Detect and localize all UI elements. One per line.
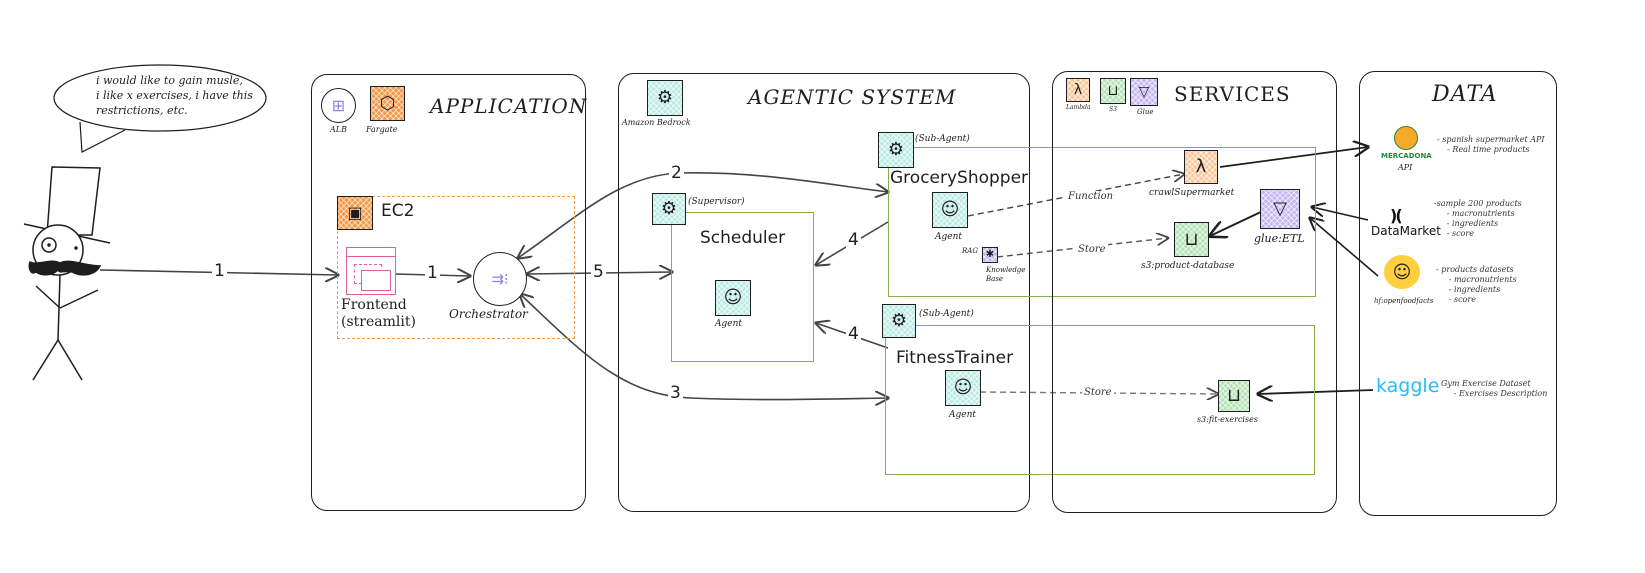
mercadona-logo-icon [1394,126,1418,150]
speech-line: i like x exercises, i have this [96,89,253,102]
kb-label-line: Base [986,275,1004,283]
knowledge-base-icon[interactable]: ✱ [982,247,998,263]
speech-text: i would like to gain musle, i like x exe… [96,73,253,118]
glue-legend-label: Glue [1137,108,1154,116]
s3-legend-icon: ⊔ [1100,78,1126,104]
fitness-agent-icon[interactable]: ☺ [945,370,981,406]
mercadona-label: API [1398,163,1413,172]
store-edge-label-grocery: Store [1076,244,1108,255]
step-1-label: 1 [425,263,440,283]
s3-fit-exercises-label: s3:fit-exercises [1197,415,1258,424]
glue-etl-label: glue:ETL [1254,232,1305,245]
application-title: APPLICATION [430,94,588,118]
fitness-box [885,325,1315,475]
step-4-grocery-label: 4 [846,230,861,250]
glue-etl-icon[interactable]: ▽ [1260,189,1300,229]
knowledge-base-label: Knowledge Base [986,266,1025,284]
edge-kb-s3product [996,238,1168,258]
ec2-group [337,196,575,339]
agentic-title: AGENTIC SYSTEM [748,85,957,109]
mercadona-brand: MERCADONA [1381,152,1432,160]
user-figure [23,166,111,381]
services-title: SERVICES [1174,82,1291,106]
ec2-icon: ▣ [337,196,373,230]
s3-fit-exercises-icon[interactable]: ⊔ [1218,380,1250,412]
supervisor-icon: ⚙ [652,193,686,225]
bedrock-label: Amazon Bedrock [622,118,691,127]
crawl-supermarket-label: crawlSupermarket [1149,188,1235,198]
edge-glue-s3product [1210,209,1266,236]
application-panel [311,74,586,511]
rag-label: RAG [962,247,978,255]
step-3-label: 3 [668,383,683,403]
speech-bubble [53,64,267,153]
scheduler-agent-icon[interactable]: ☺ [715,280,751,316]
supervisor-tag: (Supervisor) [688,197,745,207]
fitness-title: FitnessTrainer [896,348,1014,368]
lambda-legend-icon: λ [1066,78,1090,102]
glue-legend-icon: ▽ [1130,78,1158,106]
kaggle-brand: kaggle [1376,375,1440,397]
grocery-tag: (Sub-Agent) [915,134,970,144]
alb-icon: ⊞ [321,88,356,123]
frontend-label: Frontend (streamlit) [341,297,416,331]
ec2-label: EC2 [381,201,415,221]
s3-product-database-label: s3:product-database [1141,261,1235,271]
step-1-user-label: 1 [212,261,227,281]
frontend-icon[interactable] [346,247,396,295]
huggingface-logo-icon: ☺ [1384,255,1420,289]
edge-lambda-mercadona [1219,147,1368,168]
kb-label-line: Knowledge [986,266,1026,274]
scheduler-agent-label: Agent [715,319,742,329]
orchestrator-icon[interactable]: ⇉⁝ [473,252,527,306]
fitness-subagent-icon: ⚙ [882,304,916,338]
s3-product-database-icon[interactable]: ⊔ [1174,222,1209,257]
fargate-icon: ⬡ [370,86,405,121]
bedrock-icon: ⚙ [647,80,683,116]
edge-hf-glue [1310,218,1379,277]
hf-openfoodfacts-desc: - products datasets - macronutrients - i… [1436,265,1517,304]
edge-kaggle-s3fit [1258,390,1374,394]
edge-orchestrator-fitness [520,294,888,400]
speech-line: restrictions, etc. [96,104,188,117]
crawl-supermarket-lambda-icon[interactable]: λ [1184,150,1218,184]
services-panel [1052,71,1337,513]
kaggle-desc: Gym Exercise Dataset - Exercises Descrip… [1441,379,1548,398]
frontend-label-line: Frontend [341,297,407,313]
datamarket-desc: -sample 200 products - macronutrients - … [1434,199,1522,238]
grocery-title: GroceryShopper [890,168,1029,188]
scheduler-box [671,212,814,362]
lambda-legend-label: Lambda [1066,104,1091,111]
step-5-label: 5 [591,262,606,282]
mercadona-desc: - spanish supermarket API - Real time pr… [1437,135,1545,154]
step-2-label: 2 [669,163,684,183]
orchestrator-label: Orchestrator [449,307,528,321]
hf-openfoodfacts-brand: hf:openfoodfacts [1374,297,1434,305]
datamarket-brand: DataMarket [1371,224,1441,238]
frontend-label-line: (streamlit) [341,314,416,330]
data-title: DATA [1432,82,1498,107]
scheduler-title: Scheduler [700,228,786,248]
grocery-agent-icon[interactable]: ☺ [932,192,968,228]
agentic-panel [618,73,1030,512]
step-4-fitness-label: 4 [846,324,861,344]
data-panel [1359,71,1557,516]
speech-line: i would like to gain musle, [96,74,243,87]
s3-legend-label: S3 [1109,106,1117,113]
alb-label: ALB [330,125,347,134]
grocery-agent-label: Agent [935,232,962,242]
edge-datamarket-glue [1312,207,1369,221]
fitness-tag: (Sub-Agent) [919,309,974,319]
fitness-agent-label: Agent [949,410,976,420]
grocery-box [888,147,1316,297]
fargate-label: Fargate [366,125,398,134]
datamarket-logo-icon: )( [1390,206,1403,225]
store-edge-label-fitness: Store [1082,387,1114,398]
grocery-subagent-icon: ⚙ [878,132,914,168]
function-edge-label: Function [1066,191,1116,202]
